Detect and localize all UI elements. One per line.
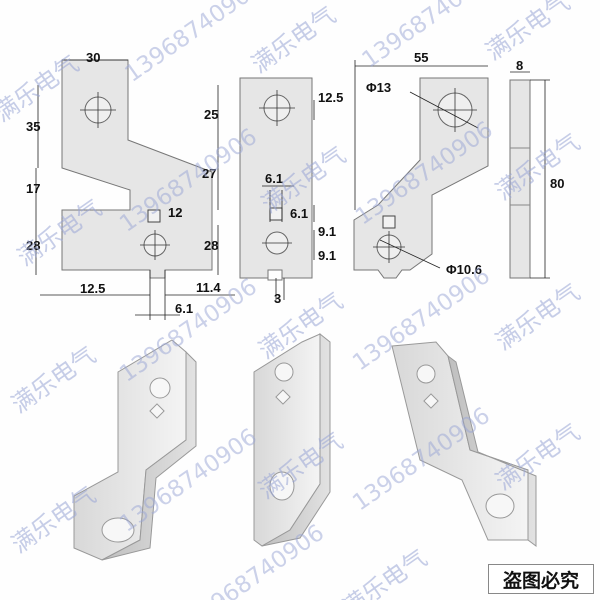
front-dim-slot-width: 6.1 [175,301,193,316]
front-dim-bottom-left: 12.5 [80,281,105,296]
watermark-company: 满乐电气 [337,544,432,600]
watermark-company: 满乐电气 [490,128,585,206]
plan-dim-upper-hole-dia: Φ13 [366,80,391,95]
side-dim-slot-width: 6.1 [265,171,283,186]
front-dim-upper-height: 35 [26,119,40,134]
plan-dim-lower-hole-dia: Φ10.6 [446,262,482,277]
side-dim-bottom-gap: 3 [274,291,281,306]
render-part-2 [253,332,331,547]
plan-dim-width: 55 [414,50,428,65]
edge-view: 8 80 [509,58,564,279]
watermark-company: 满乐电气 [6,341,101,419]
front-dim-square: 12 [168,205,182,220]
watermark-company: 满乐电气 [480,0,575,66]
render-part-1 [73,339,197,561]
plan-square-slot [382,215,396,229]
edge-part-outline [509,79,531,279]
side-dim-hole-top: 12.5 [318,90,343,105]
side-detail-view: 12.5 6.1 6.1 9.1 9.1 3 [239,77,343,306]
watermark-company: 满乐电气 [490,278,585,356]
side-dim-slot-height: 6.1 [290,206,308,221]
front-dim-top-width: 30 [86,50,100,65]
front-square-slot [147,209,161,223]
edge-dim-height: 80 [550,176,564,191]
edge-dim-thickness: 8 [516,58,523,73]
front-dim-lower-height: 28 [26,238,40,253]
side-dim-spacing-upper: 9.1 [318,224,336,239]
front-dim-hole-to-step: 25 [204,107,218,122]
front-dim-offset-vertical: 17 [26,181,40,196]
front-dim-bottom-right: 11.4 [196,280,221,295]
watermark-company: 满乐电气 [246,1,341,79]
render-part-3 [391,341,537,547]
side-dim-spacing-lower: 9.1 [318,248,336,263]
copyright-stamp: 盗图必究 [488,564,594,594]
watermark-company: 满乐电气 [490,418,585,496]
watermark-phone: 13968740906 [358,0,505,74]
front-view: 30 35 25 17 27 28 12 28 12.5 11.4 6.1 [26,50,235,320]
plan-view: 55 Φ13 Φ10.6 [353,50,489,279]
front-dim-hole-to-bottom: 28 [204,238,218,253]
watermark-phone: 13968740906 [120,0,267,88]
front-dim-step-to-slot: 27 [202,166,216,181]
